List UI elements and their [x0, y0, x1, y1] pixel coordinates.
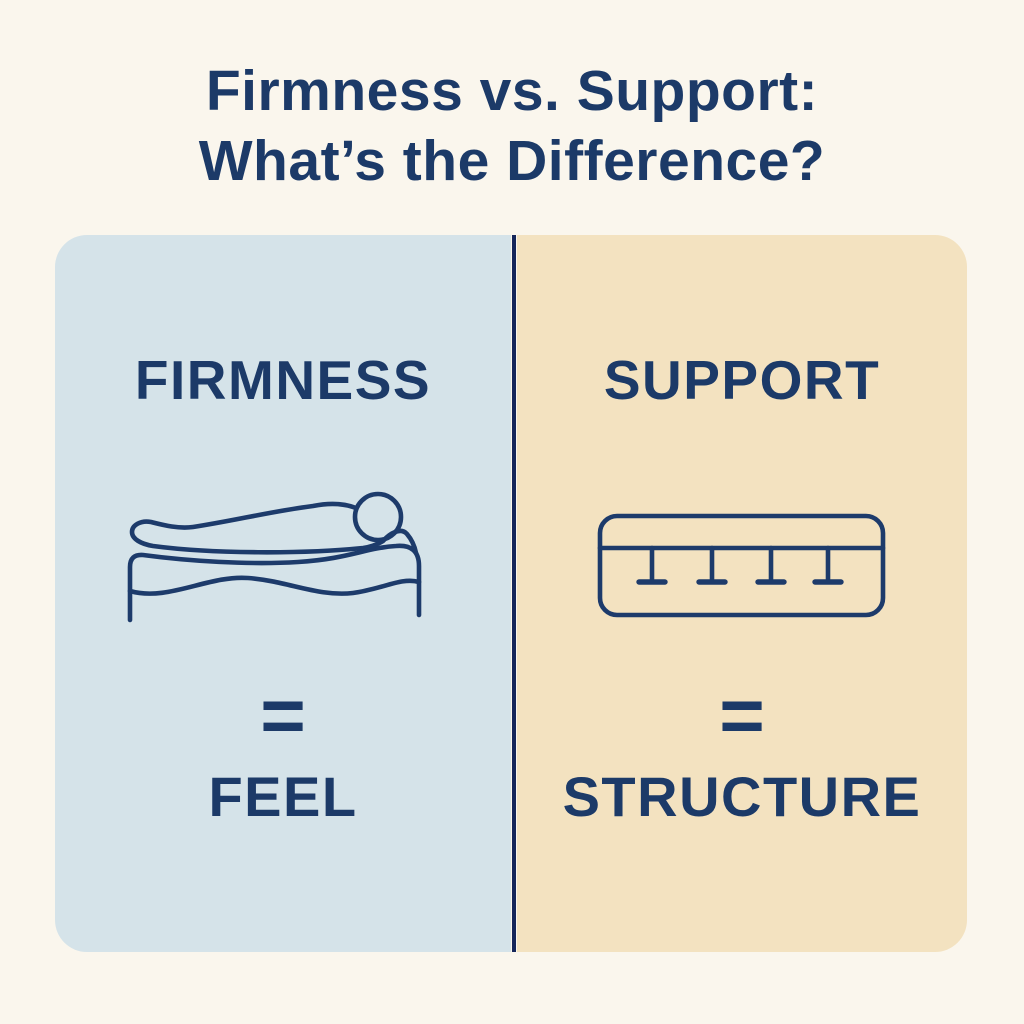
support-panel: SUPPORT = STRUCTURE	[517, 235, 967, 952]
page-title-line1: Firmness vs. Support:	[205, 59, 819, 123]
firmness-panel: FIRMNESS = FEEL	[55, 235, 511, 952]
page-title: Firmness vs. Support: What’s the Differe…	[0, 56, 1024, 196]
page-title-line2: What’s the Difference?	[198, 129, 826, 193]
panel-divider	[512, 235, 516, 952]
support-equals-sign: =	[719, 670, 765, 759]
firmness-word: FEEL	[208, 765, 358, 828]
firmness-heading: FIRMNESS	[134, 349, 432, 411]
support-word: STRUCTURE	[562, 765, 922, 828]
mattress-cross-section-coils-icon	[517, 505, 967, 625]
firmness-equals-sign: =	[260, 670, 306, 759]
support-heading: SUPPORT	[603, 349, 881, 411]
person-sleeping-on-mattress-icon	[55, 470, 511, 625]
